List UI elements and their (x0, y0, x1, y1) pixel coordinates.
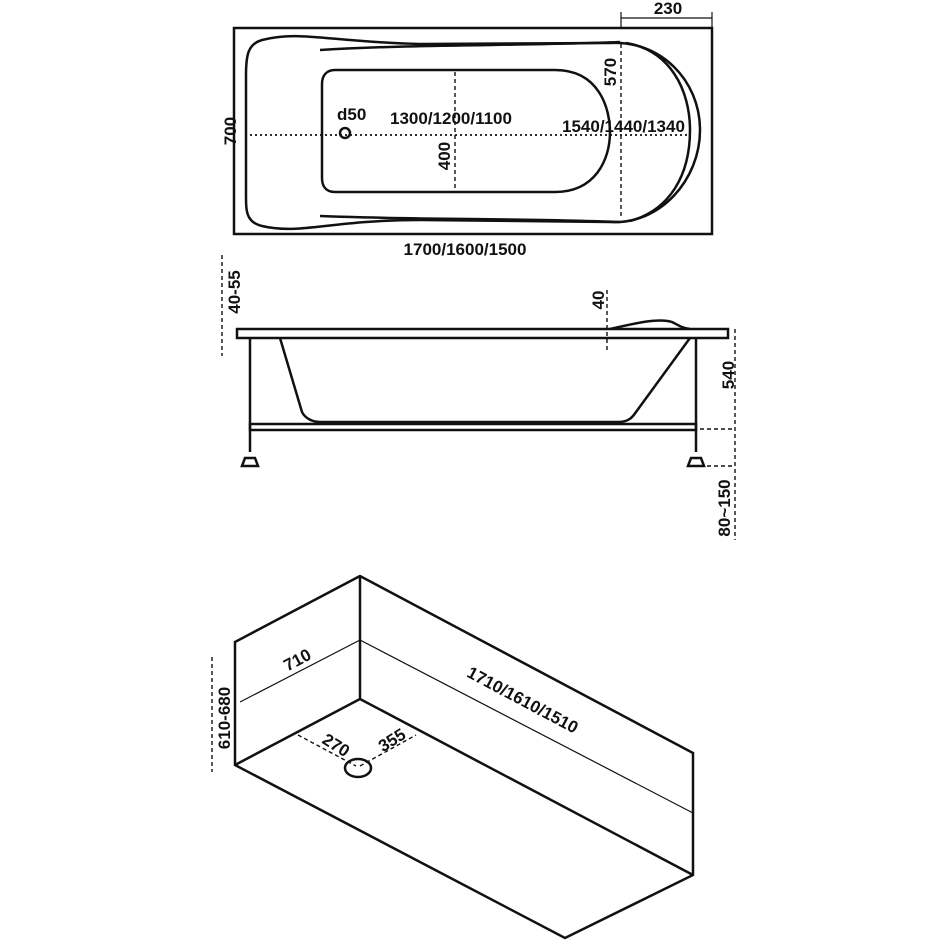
niche-view: 710 1710/1610/1510 610-680 270 355 (211, 574, 695, 940)
drain-icon (343, 757, 373, 779)
basin-length-label: 1300/1200/1100 (390, 109, 512, 128)
headrest-label: 230 (654, 0, 682, 18)
headrest-curve (625, 41, 692, 223)
depth-label: 710 (280, 645, 314, 675)
drain-y-dim (359, 734, 417, 767)
basin-width-label: 400 (435, 142, 454, 170)
drain-x-label: 270 (319, 730, 353, 761)
drain-label: d50 (337, 105, 366, 124)
drain-x-dim (297, 734, 357, 767)
depth-label: 540 (719, 361, 738, 389)
length-label: 1700/1600/1500 (404, 240, 527, 259)
height-label: 610-680 (215, 687, 234, 749)
top-outer-rim (232, 26, 714, 236)
rim-label: 40-55 (225, 270, 244, 313)
length-label: 1710/1610/1510 (464, 663, 581, 737)
frame-bar (248, 422, 698, 432)
top-view: 230 700 d50 1300/1200/1100 1540/1440/134… (221, 0, 714, 259)
drain-y-label: 355 (375, 725, 409, 756)
leg-label: 80~150 (715, 479, 734, 536)
depth-dim (239, 639, 361, 703)
drain-icon (338, 126, 352, 140)
head-width-label: 570 (601, 58, 620, 86)
rim (235, 327, 730, 340)
headrest-height-label: 40 (589, 291, 608, 310)
basin-outline (320, 68, 612, 194)
basin-profile (278, 337, 692, 424)
niche-inner-edges (234, 576, 694, 877)
side-view: 40-55 40 540 80~150 (221, 255, 738, 540)
niche-outline (233, 574, 695, 940)
headrest-profile (609, 319, 691, 331)
inner-length-label: 1540/1440/1340 (562, 117, 685, 136)
armrest-lines (319, 40, 621, 224)
feet (240, 456, 706, 468)
length-dim (359, 639, 694, 814)
width-label: 700 (221, 117, 240, 145)
